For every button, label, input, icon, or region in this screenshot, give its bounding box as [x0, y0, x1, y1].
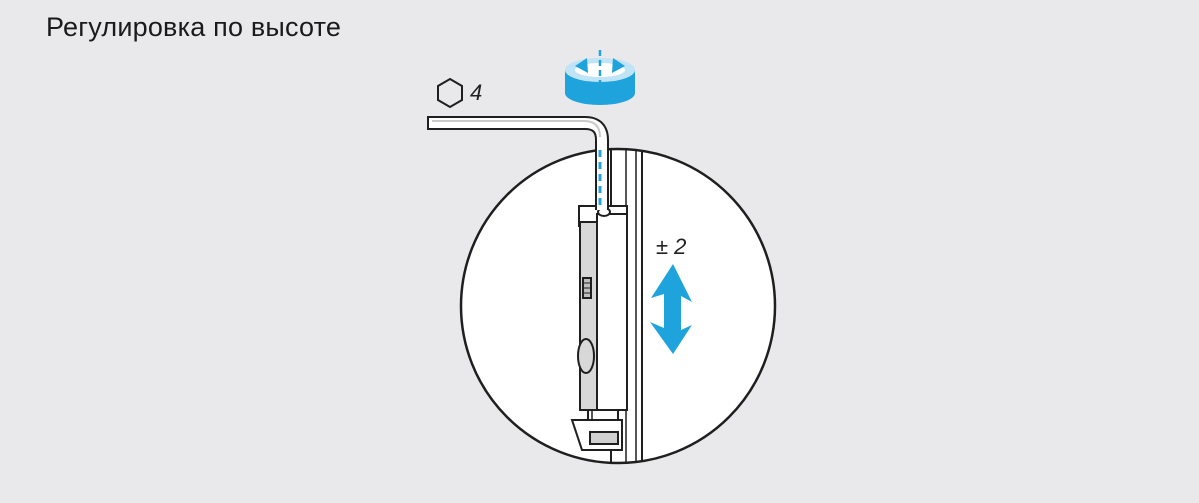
page-title: Регулировка по высоте: [46, 12, 342, 42]
hexagon-icon: [437, 77, 463, 109]
hex-size-label: 4: [470, 80, 483, 105]
adjustment-label: ± 2: [656, 234, 687, 259]
rotate-icon: [565, 50, 635, 105]
up-down-arrow-icon: [650, 264, 692, 354]
allen-key: [427, 116, 609, 210]
